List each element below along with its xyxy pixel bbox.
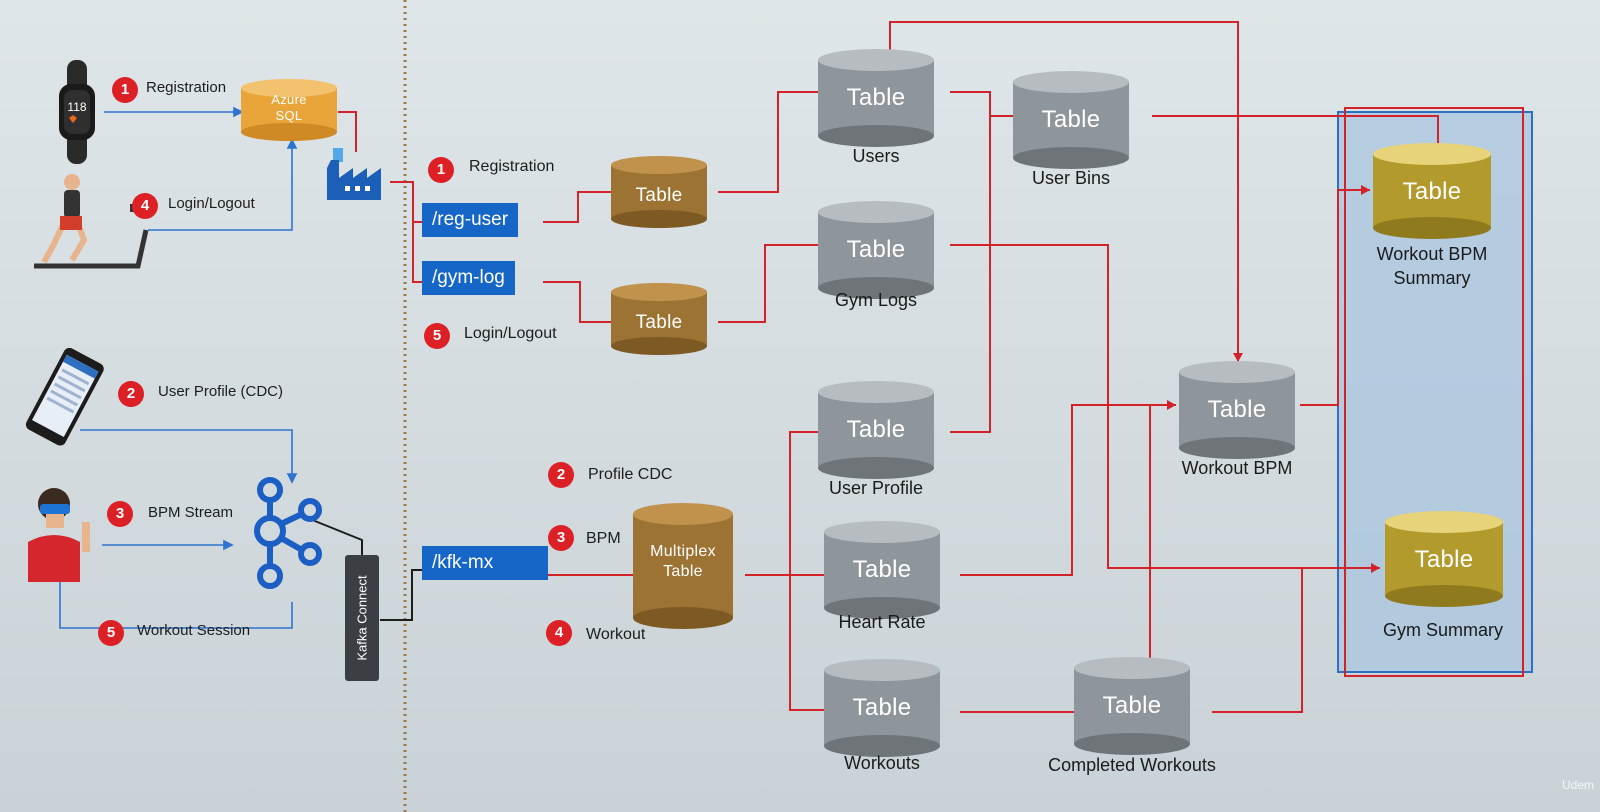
wire-bronze-users xyxy=(718,91,832,193)
workout-bpm-table-text: Table xyxy=(1207,396,1267,423)
workout-badge: 4 xyxy=(546,620,572,646)
completed-workouts-table-text: Table xyxy=(1102,692,1162,719)
gym-summary-text: Table xyxy=(1414,546,1474,573)
wire-multiplex-workouts xyxy=(789,575,840,711)
data-factory-icon xyxy=(325,148,383,200)
workout-bpm-summary-table: Table xyxy=(1372,142,1492,240)
user-profile-table-label: User Profile xyxy=(828,478,924,498)
user-bins-table: Table xyxy=(1012,70,1130,170)
bronze-gym-text: Table xyxy=(635,312,683,333)
reg-user-endpoint: /reg-user xyxy=(422,203,519,237)
ingest-login-label: Login/Logout xyxy=(464,325,557,342)
wire-heartrate-workoutbpm xyxy=(960,404,1176,576)
registration-badge: 1 xyxy=(112,77,138,103)
gym-log-endpoint: /gym-log xyxy=(422,261,515,295)
gym-logs-table: Table xyxy=(817,200,935,300)
workout-bpm-table: Table xyxy=(1178,360,1296,460)
kafka-icon xyxy=(250,476,324,590)
gym-logs-table-text: Table xyxy=(846,236,906,263)
heart-rate-table: Table xyxy=(823,520,941,620)
users-table-label: Users xyxy=(852,146,900,166)
bpm-label: BPM xyxy=(586,530,621,547)
wire-gymlogs-gymsummary xyxy=(950,244,1380,569)
bpm-badge: 3 xyxy=(548,525,574,551)
users-table-text: Table xyxy=(846,84,906,111)
bpm-stream-label: BPM Stream xyxy=(148,504,234,521)
wire-users-top xyxy=(889,21,1239,362)
wire-kafka-connect xyxy=(299,514,363,560)
kafka-connect-box: Kafka Connect xyxy=(345,555,379,681)
bpm-stream-badge: 3 xyxy=(107,501,133,527)
wire-profile-userbins xyxy=(950,116,991,433)
smartphone-icon xyxy=(18,347,108,448)
heart-rate-table-label: Heart Rate xyxy=(838,612,926,632)
heart-rate-table-text: Table xyxy=(852,556,912,583)
wire-azure-factory xyxy=(338,111,357,152)
watermark: Udem xyxy=(1561,778,1594,792)
ingest-registration-label: Registration xyxy=(469,158,555,175)
completed-workouts-table-label: Completed Workouts xyxy=(1048,755,1216,775)
workout-label: Workout xyxy=(586,626,646,643)
profile-cdc-label: Profile CDC xyxy=(588,466,673,483)
wire-gym-bronze xyxy=(543,281,620,323)
workout-bpm-table-label: Workout BPM xyxy=(1181,458,1293,478)
smartwatch-icon: 118 xyxy=(55,60,99,164)
user-bins-table-label: User Bins xyxy=(1031,168,1111,188)
workouts-table-label: Workouts xyxy=(844,753,920,773)
wire-bronze-gymlogs xyxy=(718,244,832,323)
wire-completed-gymsummary xyxy=(1212,568,1303,713)
person-vr-icon xyxy=(18,486,98,582)
profile-cdc-badge: 2 xyxy=(548,462,574,488)
workout-bpm-summary-text: Table xyxy=(1402,178,1462,205)
login-logout-label: Login/Logout xyxy=(168,195,255,212)
user-profile-table-text: Table xyxy=(846,416,906,443)
workout-session-badge: 5 xyxy=(98,620,124,646)
wire-users-userbins xyxy=(950,91,1030,117)
workouts-table-text: Table xyxy=(852,694,912,721)
ingest-login-badge: 5 xyxy=(424,323,450,349)
wire-workoutbpm-summary xyxy=(1300,189,1370,406)
user-profile-badge: 2 xyxy=(118,381,144,407)
user-bins-table-text: Table xyxy=(1041,106,1101,133)
kafka-connect-label: Kafka Connect xyxy=(354,575,370,661)
watch-display: 118 xyxy=(67,100,87,114)
gym-logs-table-label: Gym Logs xyxy=(834,290,918,310)
multiplex-text: Multiplex Table xyxy=(650,543,716,580)
user-profile-label: User Profile (CDC) xyxy=(158,383,284,400)
azure-sql-label: Azure SQL xyxy=(271,92,307,123)
multiplex-table: Multiplex Table xyxy=(632,502,734,630)
gym-summary-table: Table xyxy=(1384,510,1504,608)
completed-workouts-table: Table xyxy=(1073,656,1191,756)
users-table: Table xyxy=(817,48,935,148)
summary-outer-border xyxy=(1344,107,1524,677)
ingest-registration-badge: 1 xyxy=(428,157,454,183)
workout-session-label: Workout Session xyxy=(137,622,251,639)
registration-label: Registration xyxy=(146,79,227,96)
login-logout-badge: 4 xyxy=(132,193,158,219)
user-profile-table: Table xyxy=(817,380,935,480)
wire-multiplex-fanout xyxy=(745,431,832,576)
workouts-table: Table xyxy=(823,658,941,758)
wire-reg-bronze xyxy=(543,191,620,223)
wire-phone-kafka xyxy=(80,429,293,482)
workout-bpm-summary-label: Workout BPM Summary xyxy=(1376,244,1488,288)
bronze-registration-text: Table xyxy=(635,185,683,206)
bronze-gym-table: Table xyxy=(610,282,708,356)
wire-session-kafka xyxy=(59,580,293,629)
gym-summary-label: Gym Summary xyxy=(1382,620,1503,640)
bronze-registration-table: Table xyxy=(610,155,708,229)
azure-sql-database: Azure SQL xyxy=(240,78,338,142)
wire-treadmill-azure xyxy=(148,140,293,231)
kfk-mx-endpoint: /kfk-mx xyxy=(422,546,548,580)
treadmill-runner-icon xyxy=(30,170,150,278)
